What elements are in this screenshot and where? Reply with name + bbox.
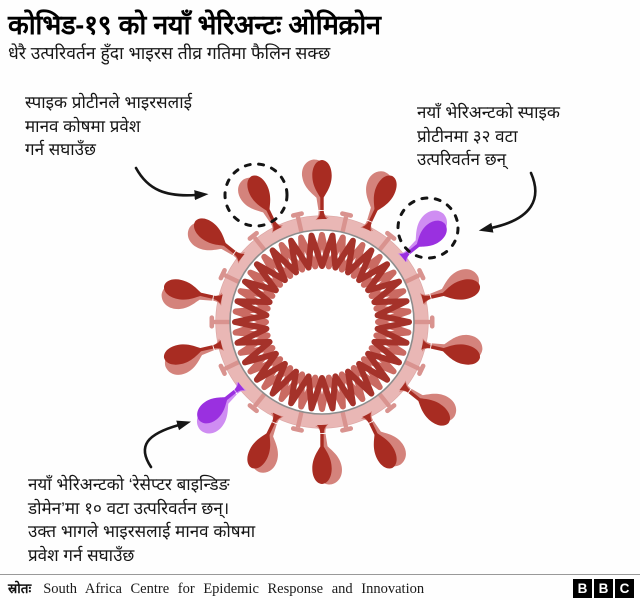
spike-protein <box>421 334 483 365</box>
spike-protein <box>161 279 223 310</box>
mutated-spike-protein <box>397 210 448 263</box>
spike-protein <box>238 175 284 233</box>
spike-protein <box>360 411 406 469</box>
annotation-line: स्पाइक प्रोटीनले भाइरसलाई <box>25 93 192 112</box>
annotation-arrow <box>478 171 537 233</box>
membrane-protein-peg <box>247 230 267 253</box>
source-line: स्रोतः South Africa Centre for Epidemic … <box>8 579 424 598</box>
annotation-line: प्रवेश गर्न सघाउँछ <box>28 545 135 565</box>
membrane-protein-peg <box>377 230 397 253</box>
rna-coil <box>232 232 412 412</box>
annotation-arrow <box>134 166 209 201</box>
mutated-spike-protein <box>196 381 247 434</box>
membrane-protein-peg <box>403 359 426 376</box>
spike-protein <box>164 338 225 375</box>
bbc-logo-block: B <box>594 578 613 598</box>
source-text: South Africa Centre for Epidemic Respons… <box>43 580 425 597</box>
annotation-line: नयाँ भेरिअन्टको स्पाइक <box>417 103 560 122</box>
membrane-protein-peg <box>209 315 231 329</box>
annotation-line: डोमेन’मा १० वटा उत्परिवर्तन छन्। <box>28 498 230 518</box>
annotation-spike-protein: स्पाइक प्रोटीनले भाइरसलाई मानव कोषमा प्र… <box>25 91 275 162</box>
spike-protein <box>419 269 480 306</box>
annotation-spike-mutations: नयाँ भेरिअन्टको स्पाइक प्रोटीनमा ३२ वटा … <box>417 101 632 172</box>
highlight-dashed-circle <box>223 162 289 228</box>
membrane-protein-peg <box>340 211 354 234</box>
membrane-protein-peg <box>413 315 435 329</box>
membrane-protein-peg <box>340 410 354 433</box>
spike-protein <box>247 412 284 473</box>
annotation-rbd-mutations: नयाँ भेरिअन्टको ‘रेसेप्टर बाइन्डिङ डोमेन… <box>28 473 358 567</box>
membrane-protein-peg <box>377 391 397 414</box>
annotation-line: प्रोटीनमा ३२ वटा <box>417 126 518 146</box>
annotation-line: गर्न सघाउँछ <box>25 140 96 159</box>
highlight-dashed-circle <box>396 196 460 260</box>
page-title: कोभिड-१९ को नयाँ भेरिअन्टः ओमिक्रोन <box>8 10 381 40</box>
bbc-logo-block: C <box>615 578 634 598</box>
page-subtitle: धेरै उत्परिवर्तन हुँदा भाइरस तीव्र गतिमा… <box>8 43 331 63</box>
footer-bar: स्रोतः South Africa Centre for Epidemic … <box>0 574 640 600</box>
annotation-line: उत्परिवर्तन छन् <box>417 150 507 169</box>
annotation-line: मानव कोषमा प्रवेश <box>25 116 141 136</box>
membrane-protein-peg <box>218 359 241 376</box>
spike-protein <box>302 159 332 221</box>
membrane-protein-peg <box>247 391 267 414</box>
spike-protein <box>360 171 397 232</box>
spike-protein <box>312 423 342 485</box>
spike-protein <box>187 218 245 264</box>
membrane-protein-peg <box>218 268 241 285</box>
membrane-protein-peg <box>290 410 304 433</box>
membrane-protein-peg <box>290 211 304 234</box>
annotation-arrow <box>143 420 192 469</box>
bbc-logo-block: B <box>573 578 592 598</box>
annotation-line: नयाँ भेरिअन्टको ‘रेसेप्टर बाइन्डिङ <box>28 475 230 494</box>
annotation-line: उक्त भागले भाइरसलाई मानव कोषमा <box>28 522 256 541</box>
spike-protein <box>399 380 457 426</box>
source-label: स्रोतः <box>8 580 32 596</box>
bbc-logo: B B C <box>573 578 634 598</box>
membrane-protein-peg <box>403 268 426 285</box>
